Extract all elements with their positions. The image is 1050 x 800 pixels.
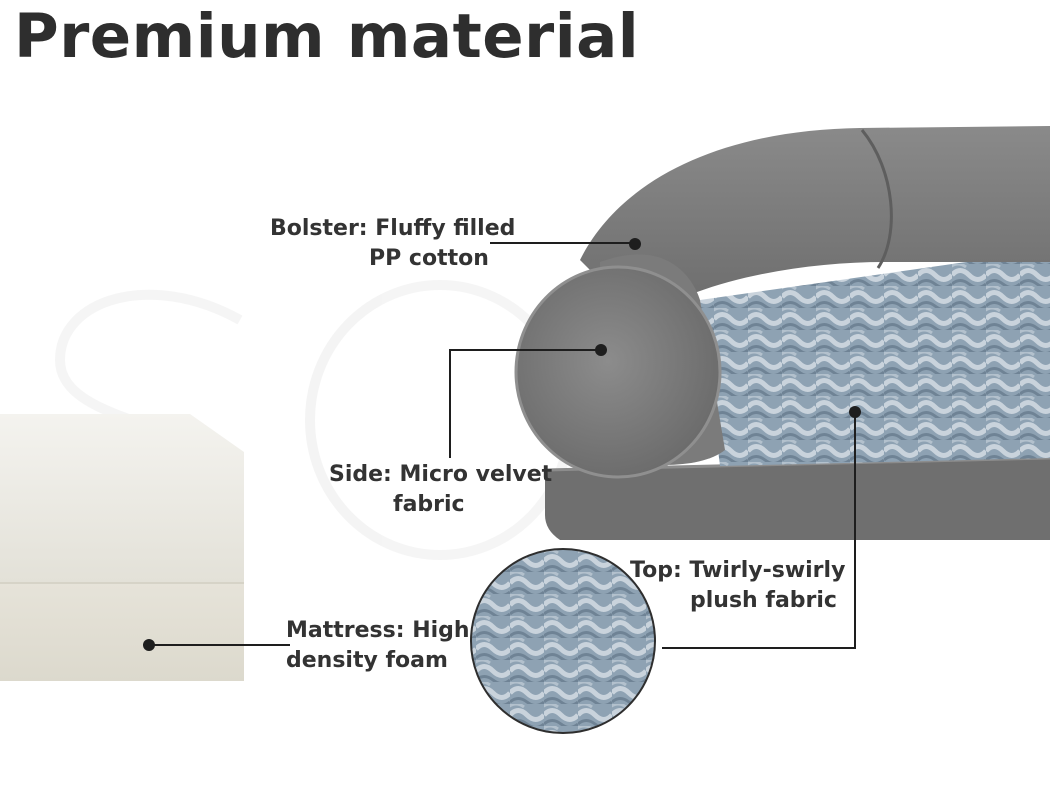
side-dot [595, 344, 607, 356]
mattress-callout-line1: Mattress: High [286, 618, 470, 643]
bolster-callout-line2: PP cotton [369, 246, 489, 271]
callout-dots [143, 238, 861, 651]
side-callout-line2: fabric [393, 492, 465, 517]
bolster-dot [629, 238, 641, 250]
plush-fabric-swatch [470, 548, 656, 734]
bolster-callout-line1: Bolster: Fluffy filled [270, 216, 516, 241]
top-leader-line [662, 412, 856, 649]
page-title: Premium material [14, 1, 640, 72]
bolster-callout: Bolster: Fluffy filled PP cotton [270, 214, 515, 274]
top-callout-line1: Top: Twirly-swirly [630, 558, 846, 583]
side-callout-line1: Side: Micro velvet [329, 462, 553, 487]
mattress-callout: Mattress: High density foam [286, 616, 470, 676]
side-callout: Side: Micro velvet fabric [329, 460, 552, 520]
mattress-callout-line2: density foam [286, 648, 448, 673]
top-dot [849, 406, 861, 418]
top-callout-line2: plush fabric [690, 588, 837, 613]
foam-mattress-image [0, 414, 244, 681]
top-callout: Top: Twirly-swirly plush fabric [630, 556, 845, 616]
leader-lines [149, 242, 856, 649]
dog-bed-image [514, 126, 1050, 540]
mattress-dot [143, 639, 155, 651]
side-leader-line [449, 349, 601, 458]
